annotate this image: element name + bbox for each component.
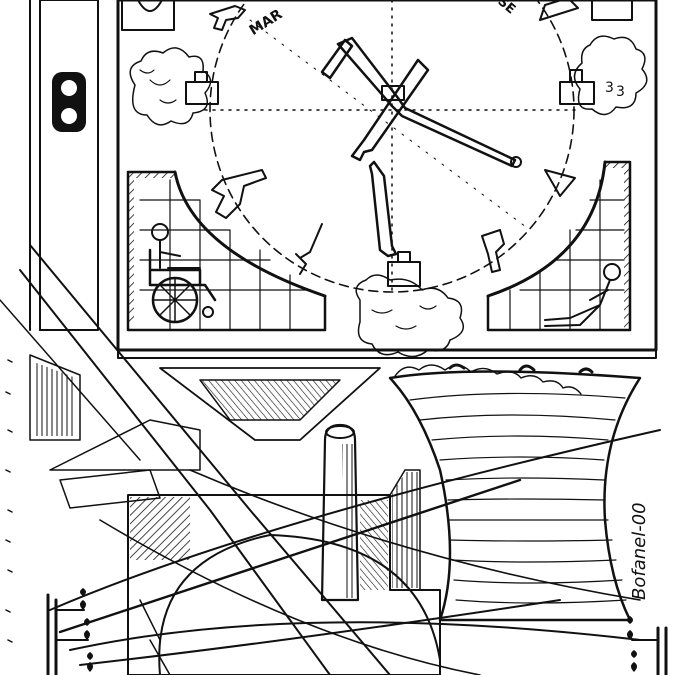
wheelchair-corner <box>126 170 327 332</box>
seated-figure-corner <box>486 160 632 332</box>
artist-signature: Bofanel-00 <box>629 502 650 600</box>
clock-dial: MAR SE 3 3 <box>121 0 648 358</box>
landscape <box>0 244 668 675</box>
wedge-icon <box>544 169 576 197</box>
pistol-icon-top <box>209 5 246 31</box>
utility-pole-right <box>627 616 668 675</box>
axe-icon <box>481 229 505 273</box>
dial-mark-left: MAR <box>247 6 286 39</box>
cooling-tower <box>388 363 642 622</box>
explosion-cloud-left <box>129 47 219 126</box>
dial-mark-right: SE <box>494 0 518 17</box>
center-bomb <box>355 251 465 358</box>
clock-base-band <box>117 349 657 359</box>
dial-digit-b: 3 <box>616 84 625 100</box>
clock-side-panel <box>39 0 99 331</box>
clock-face-frame <box>116 0 658 352</box>
explosion-cloud-right: 3 3 <box>559 35 648 116</box>
dagger-icon <box>295 223 323 275</box>
utility-pole-left <box>46 588 93 675</box>
clock-case <box>29 0 658 359</box>
crutch-clock-hand <box>320 36 522 258</box>
dial-digit-a: 3 <box>605 80 614 96</box>
winding-key-icon <box>52 72 86 132</box>
chimney <box>320 423 360 602</box>
pistol-icon <box>211 169 267 219</box>
